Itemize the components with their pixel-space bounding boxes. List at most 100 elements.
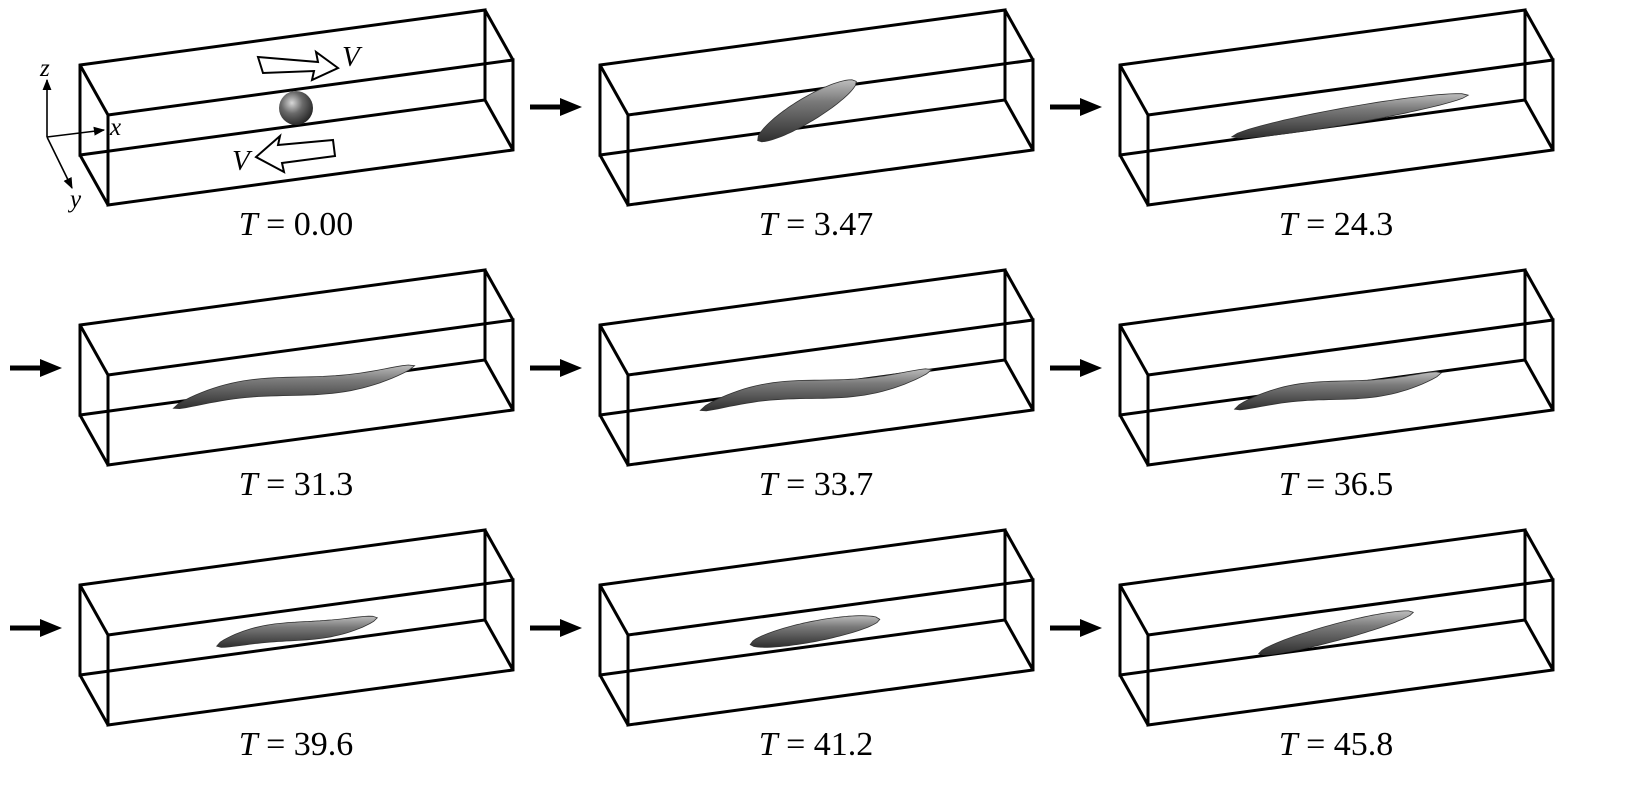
sequence-arrow — [10, 619, 62, 637]
box-edge — [78, 154, 110, 206]
box-front-face — [1146, 578, 1555, 727]
box-edge — [1523, 529, 1555, 581]
time-value: = 31.3 — [258, 466, 354, 503]
sequence-arrow — [1050, 619, 1102, 637]
lower-wall-velocity-arrow — [254, 133, 337, 174]
box-back-face — [1118, 8, 1527, 157]
time-label: T = 3.47 — [759, 206, 874, 243]
time-symbol: T — [1279, 726, 1300, 763]
time-value: = 39.6 — [258, 726, 354, 763]
box-back-face — [598, 8, 1007, 157]
panel-3: T = 24.3 — [1118, 8, 1555, 243]
time-symbol: T — [1279, 466, 1300, 503]
box-back-face — [78, 8, 487, 157]
box-edge — [1523, 619, 1555, 671]
box-front-face — [626, 58, 1035, 207]
upper-wall-velocity-arrow — [256, 49, 340, 82]
time-symbol: T — [239, 726, 260, 763]
box-edge — [1523, 269, 1555, 321]
deformed-droplet — [172, 364, 416, 410]
box-edge — [483, 9, 515, 61]
time-value: = 24.3 — [1298, 206, 1394, 243]
box-edge — [78, 324, 110, 376]
time-value: = 45.8 — [1298, 726, 1394, 763]
box-edge — [1523, 359, 1555, 411]
time-label: T = 36.5 — [1279, 466, 1394, 503]
time-symbol: T — [1279, 206, 1300, 243]
time-value: = 3.47 — [778, 206, 874, 243]
box-back-face — [78, 528, 487, 677]
box-edge — [78, 674, 110, 726]
y-axis — [46, 136, 73, 190]
panel-8: T = 41.2 — [598, 528, 1035, 763]
box-front-face — [626, 578, 1035, 727]
time-value: = 0.00 — [258, 206, 354, 243]
upper-velocity-label: V — [342, 41, 363, 73]
sequence-arrows — [10, 98, 1102, 637]
box-edge — [483, 99, 515, 151]
deformed-droplet — [699, 368, 933, 412]
sequence-arrow — [530, 359, 582, 377]
box-edge — [1523, 99, 1555, 151]
box-edge — [1003, 9, 1035, 61]
deformed-droplet — [1257, 610, 1415, 656]
box-edge — [598, 584, 630, 636]
box-edge — [598, 64, 630, 116]
box-edge — [1118, 154, 1150, 206]
box-edge — [1118, 64, 1150, 116]
panel-6: T = 36.5 — [1118, 268, 1555, 503]
sequence-arrow — [530, 619, 582, 637]
box-edge — [78, 584, 110, 636]
box-edge — [1003, 619, 1035, 671]
box-edge — [483, 359, 515, 411]
box-edge — [1118, 414, 1150, 466]
box-edge — [1003, 529, 1035, 581]
panel-2: T = 3.47 — [598, 8, 1035, 243]
time-label: T = 33.7 — [759, 466, 874, 503]
time-label: T = 24.3 — [1279, 206, 1394, 243]
z-axis-label: z — [39, 55, 50, 82]
time-symbol: T — [239, 206, 260, 243]
panel-4: T = 31.3 — [78, 268, 515, 503]
deformed-droplet — [757, 79, 857, 143]
box-edge — [598, 154, 630, 206]
sequence-arrow — [10, 359, 62, 377]
time-value: = 33.7 — [778, 466, 874, 503]
panel-1: VVT = 0.00 — [78, 8, 515, 243]
deformed-droplet — [1230, 93, 1470, 139]
box-edge — [1003, 269, 1035, 321]
box-back-face — [598, 528, 1007, 677]
box-edge — [598, 324, 630, 376]
box-edge — [483, 269, 515, 321]
box-back-face — [1118, 528, 1527, 677]
time-label: T = 0.00 — [239, 206, 354, 243]
box-edge — [483, 529, 515, 581]
time-label: T = 41.2 — [759, 726, 874, 763]
box-edge — [598, 414, 630, 466]
box-edge — [598, 674, 630, 726]
time-label: T = 45.8 — [1279, 726, 1394, 763]
sequence-arrow — [530, 98, 582, 116]
coordinate-axes: z x y — [39, 55, 121, 213]
box-edge — [483, 619, 515, 671]
box-front-face — [1146, 58, 1555, 207]
time-symbol: T — [759, 206, 780, 243]
sequence-arrow — [1050, 359, 1102, 377]
x-axis — [46, 126, 106, 138]
box-edge — [1003, 99, 1035, 151]
box-edge — [1118, 584, 1150, 636]
deformed-droplet — [215, 615, 379, 648]
y-axis-label: y — [67, 186, 82, 213]
time-value: = 41.2 — [778, 726, 874, 763]
time-symbol: T — [239, 466, 260, 503]
box-edge — [1118, 324, 1150, 376]
panel-9: T = 45.8 — [1118, 528, 1555, 763]
box-front-face — [106, 58, 515, 207]
box-edge — [78, 414, 110, 466]
box-edge — [1523, 9, 1555, 61]
time-symbol: T — [759, 726, 780, 763]
x-axis-label: x — [109, 114, 121, 141]
panel-7: T = 39.6 — [78, 528, 515, 763]
time-symbol: T — [759, 466, 780, 503]
